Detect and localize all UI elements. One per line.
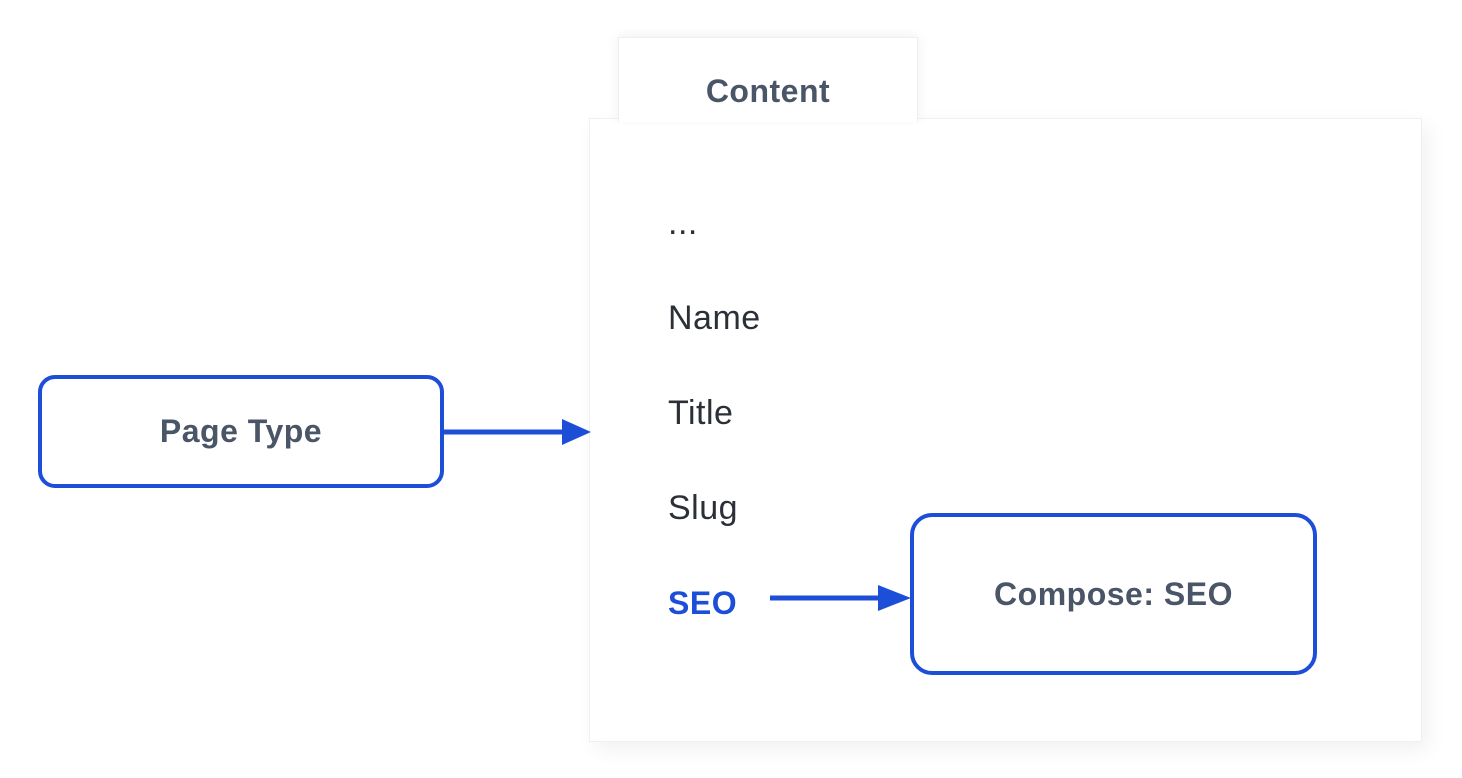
field-name: Name <box>668 299 761 337</box>
page-type-node-label: Page Type <box>159 413 323 449</box>
right-arrow-icon <box>770 585 911 611</box>
arrow-seo-to-compose <box>768 580 913 616</box>
right-arrow-icon <box>442 419 591 445</box>
compose-seo-node: Compose: SEO <box>910 513 1317 675</box>
field-seo: SEO <box>668 585 738 621</box>
content-tab-label: Content <box>705 72 831 109</box>
field-list: ... Name Title Slug SEO <box>668 176 761 651</box>
page-type-node: Page Type <box>38 375 444 488</box>
field-title: Title <box>668 394 734 432</box>
arrow-page-type-to-content <box>442 414 593 450</box>
compose-seo-node-label: Compose: SEO <box>994 575 1233 612</box>
field-slug: Slug <box>668 489 739 527</box>
content-tab: Content <box>618 37 918 122</box>
field-ellipsis: ... <box>668 204 698 242</box>
